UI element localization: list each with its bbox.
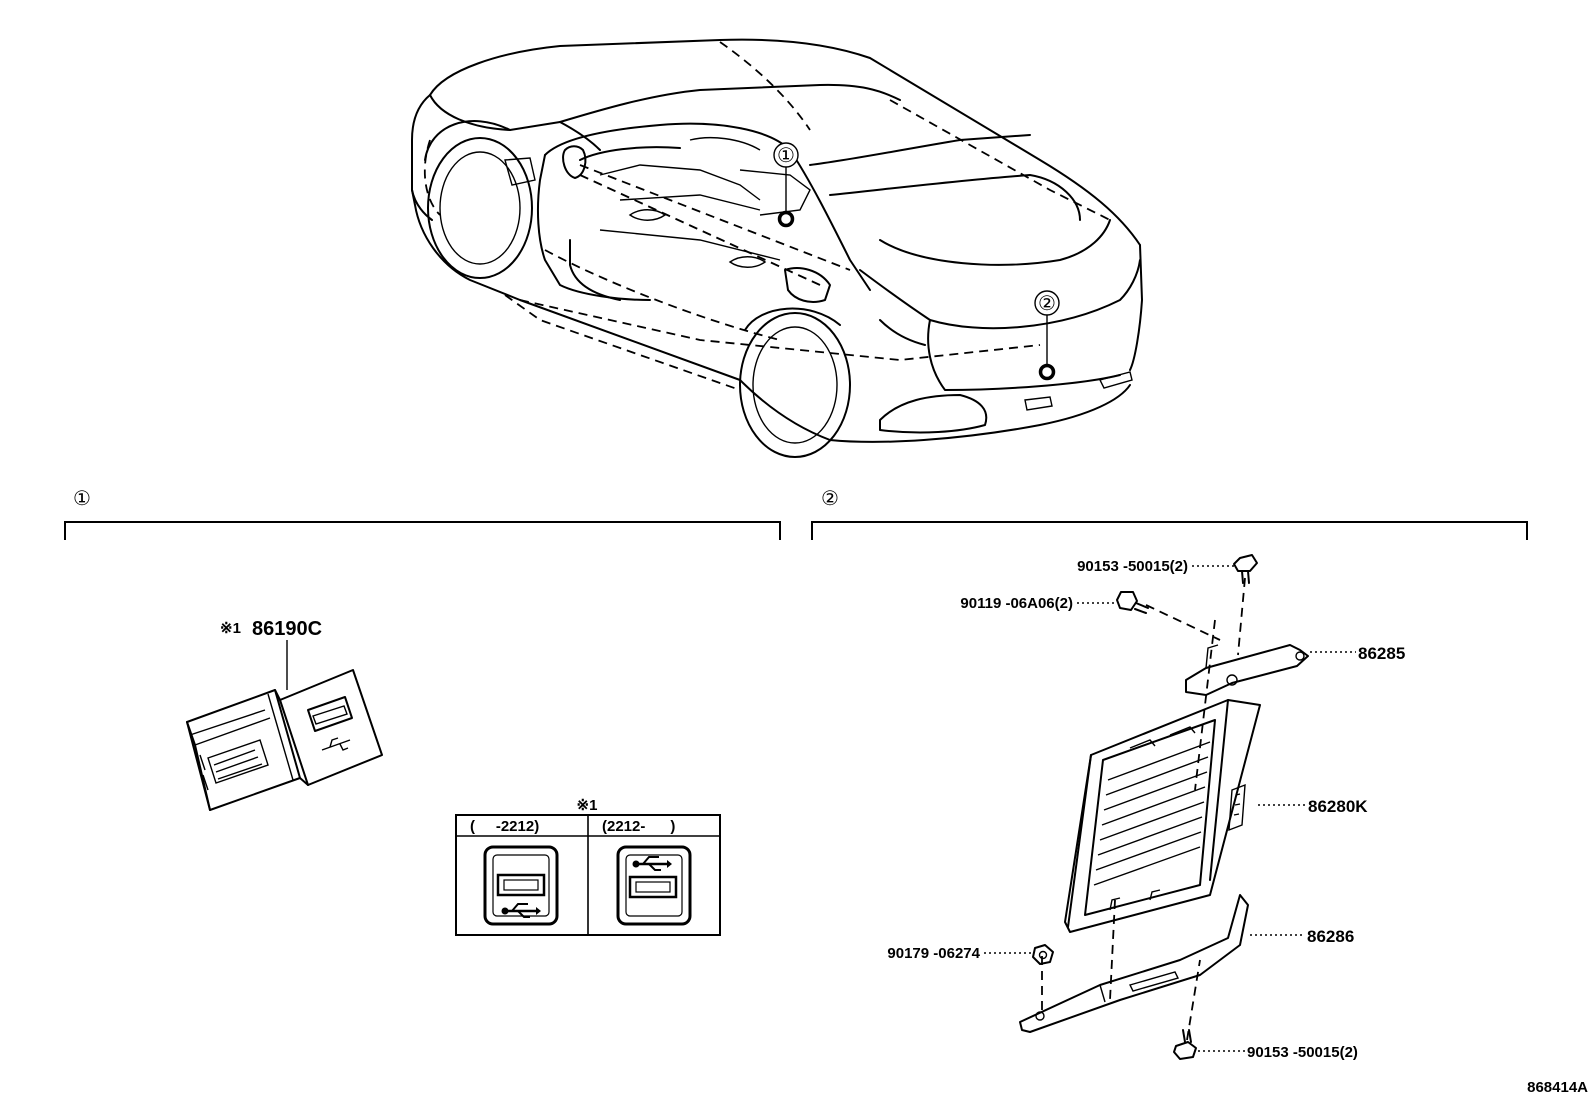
drawing-code: 868414A [1527, 1079, 1588, 1096]
part-note-86190c: ※1 [220, 620, 241, 637]
usb-module-86190c[interactable]: ※1 86190C [186, 618, 383, 811]
section-1-marker: ① [73, 488, 91, 510]
part-label-86280k: 86280K [1308, 797, 1368, 816]
screw-90153-50015-top[interactable]: 90153 -50015(2) [1077, 554, 1258, 584]
part-label-90179: 90179 -06274 [887, 945, 980, 962]
section-2-marker: ② [821, 488, 839, 510]
callout-1[interactable]: ① [773, 142, 799, 228]
part-label-90153-bottom: 90153 -50015(2) [1247, 1044, 1358, 1061]
callout-2-point [1038, 363, 1056, 381]
bracket-86285[interactable]: 86285 [1185, 644, 1405, 696]
mounting-paths [1041, 577, 1246, 1041]
part-label-90119: 90119 -06A06(2) [960, 595, 1073, 612]
usb-icon [632, 856, 672, 871]
callout-2-label: ② [1038, 293, 1056, 315]
callout-1-point [777, 210, 795, 228]
screw-90119-06a06[interactable]: 90119 -06A06(2) [960, 591, 1149, 614]
nut-90179-06274[interactable]: 90179 -06274 [887, 944, 1054, 965]
part-label-90153-top: 90153 -50015(2) [1077, 558, 1188, 575]
usb-port-early [483, 845, 559, 926]
car-illustration [411, 38, 1143, 458]
amplifier-86280k[interactable]: 86280K [1064, 699, 1368, 933]
screw-90153-50015-bottom[interactable]: 90153 -50015(2) [1173, 1029, 1358, 1061]
section-1-header: ① [64, 488, 781, 540]
usb-icon [321, 737, 351, 751]
bracket-86286[interactable]: 86286 [1019, 894, 1354, 1033]
inset-col-right: (2212- ) [602, 818, 675, 835]
callout-2[interactable]: ② [1034, 290, 1060, 381]
usb-port-late [616, 845, 692, 926]
callout-1-label: ① [777, 145, 795, 167]
inset-note: ※1 [577, 797, 598, 814]
part-label-86286: 86286 [1307, 927, 1354, 946]
part-label-86285: 86285 [1358, 644, 1405, 663]
usb-icon [501, 903, 541, 918]
inset-col-left: ( -2212) [470, 818, 539, 835]
section-2-header: ② [811, 488, 1528, 540]
part-number-86190c: 86190C [252, 618, 322, 640]
usb-port-variants-inset: ※1 ( -2212) (2212- ) [455, 797, 721, 936]
